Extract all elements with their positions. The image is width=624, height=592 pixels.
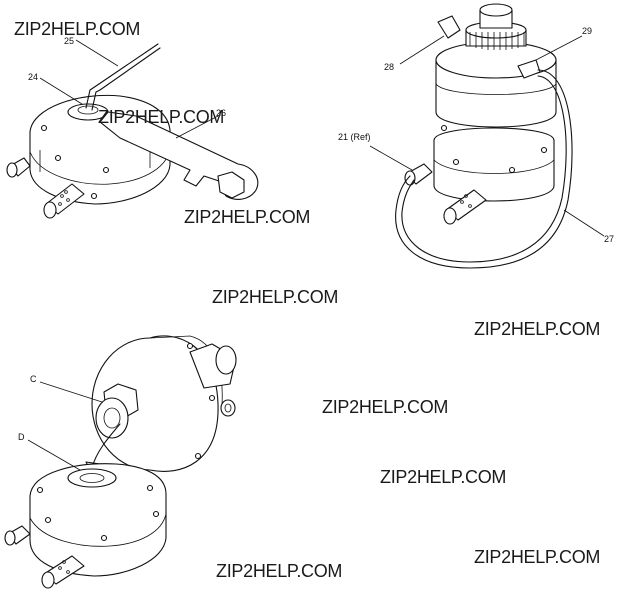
- leader-24: [39, 77, 83, 105]
- callout-d: D: [18, 432, 25, 442]
- leader-29: [535, 35, 583, 61]
- leader-25: [75, 39, 119, 67]
- watermark: ZIP2HELP.COM: [14, 19, 141, 39]
- callout-26: 26: [216, 108, 226, 118]
- callout-25: 25: [64, 36, 74, 46]
- bonnet-drum: [91, 335, 237, 472]
- leader-21: [369, 145, 413, 171]
- figure-wrench-removal: [6, 39, 259, 219]
- watermark: ZIP2HELP.COM: [216, 561, 343, 581]
- callout-24: 24: [28, 72, 38, 82]
- watermark: ZIP2HELP.COM: [474, 547, 601, 567]
- regulator-body-bottom-left: [4, 463, 167, 589]
- figure-bonnet-install: [4, 335, 237, 589]
- figure-tube-connection: [369, 3, 605, 269]
- watermark: ZIP2HELP.COM: [474, 319, 601, 339]
- callout-27: 27: [604, 234, 614, 244]
- fitting-28: [437, 15, 461, 39]
- hex-key-25: [85, 43, 161, 111]
- callout-29: 29: [582, 26, 592, 36]
- fitting-29: [517, 59, 541, 79]
- watermark: ZIP2HELP.COM: [184, 207, 311, 227]
- leader-d: [27, 439, 81, 471]
- watermark: ZIP2HELP.COM: [98, 107, 225, 127]
- watermark: ZIP2HELP.COM: [212, 287, 339, 307]
- leader-c: [39, 381, 103, 403]
- watermark: ZIP2HELP.COM: [322, 397, 449, 417]
- leader-26: [175, 115, 219, 139]
- callout-28: 28: [384, 62, 394, 72]
- lower-regulator-body: [404, 124, 555, 225]
- leader-27: [563, 209, 605, 237]
- spanner-wrench-26: [99, 111, 259, 200]
- callout-21-ref: 21 (Ref): [338, 132, 371, 142]
- tube-27: [395, 69, 573, 269]
- watermark: ZIP2HELP.COM: [380, 467, 507, 487]
- callout-c: C: [30, 374, 37, 384]
- leader-28: [399, 35, 445, 65]
